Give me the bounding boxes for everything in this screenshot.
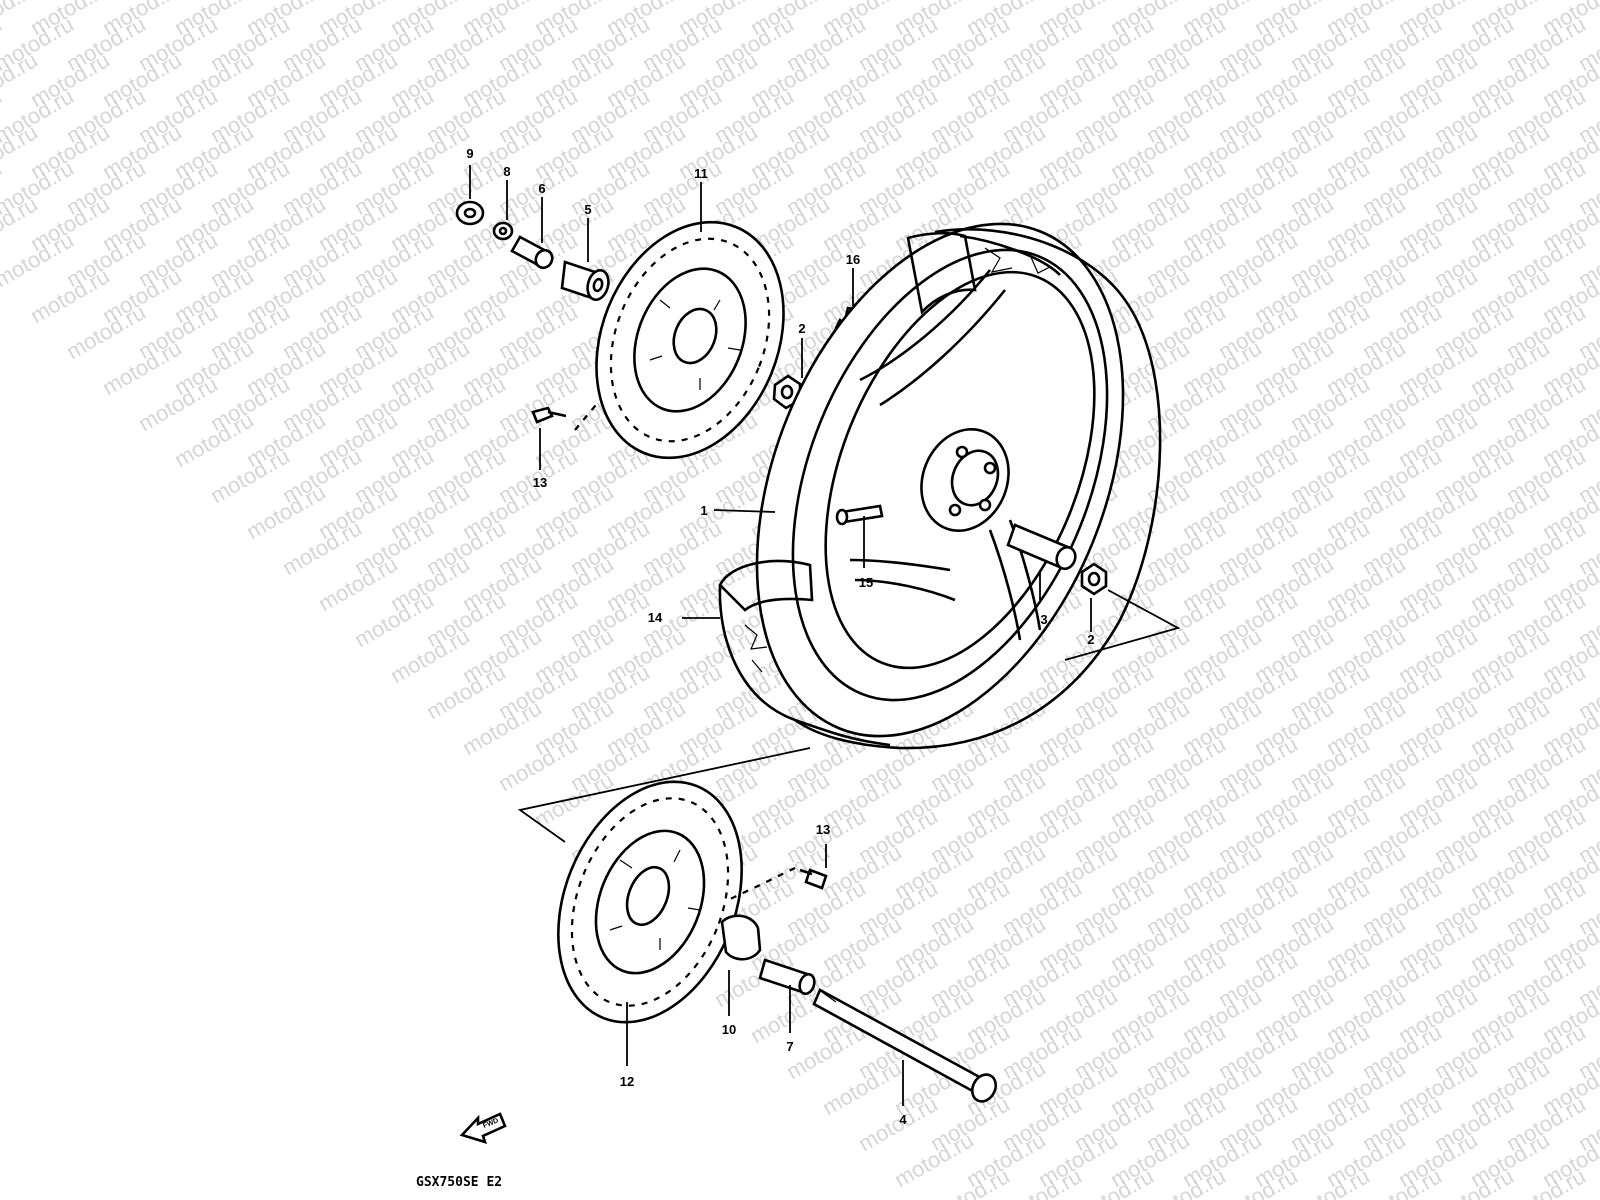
callout-11: 11 (694, 166, 708, 181)
callout-13-upper: 13 (533, 475, 547, 490)
washer-8 (492, 221, 514, 241)
nut-2-lower (1080, 562, 1108, 596)
callout-1: 1 (700, 503, 707, 518)
callout-15: 15 (859, 575, 873, 590)
collar-10 (720, 914, 762, 961)
callout-8: 8 (503, 164, 510, 179)
model-label: GSX750SE E2 (416, 1175, 502, 1190)
callout-12: 12 (620, 1074, 634, 1089)
fwd-arrow-icon: FWD (459, 1112, 507, 1144)
nut-9 (455, 200, 485, 226)
callout-2-upper: 2 (798, 321, 805, 336)
callout-2-lower: 2 (1087, 632, 1094, 647)
callout-6: 6 (538, 181, 545, 196)
watermark-text: motod.ru (1574, 0, 1600, 4)
callout-10: 10 (722, 1022, 736, 1037)
callout-7: 7 (786, 1039, 793, 1054)
callout-5: 5 (584, 202, 591, 217)
callout-3: 3 (1040, 612, 1047, 627)
callout-13-lower: 13 (816, 822, 830, 837)
callout-9: 9 (466, 146, 473, 161)
callout-4: 4 (899, 1112, 907, 1127)
callout-14: 14 (648, 610, 663, 625)
callout-16: 16 (846, 252, 860, 267)
